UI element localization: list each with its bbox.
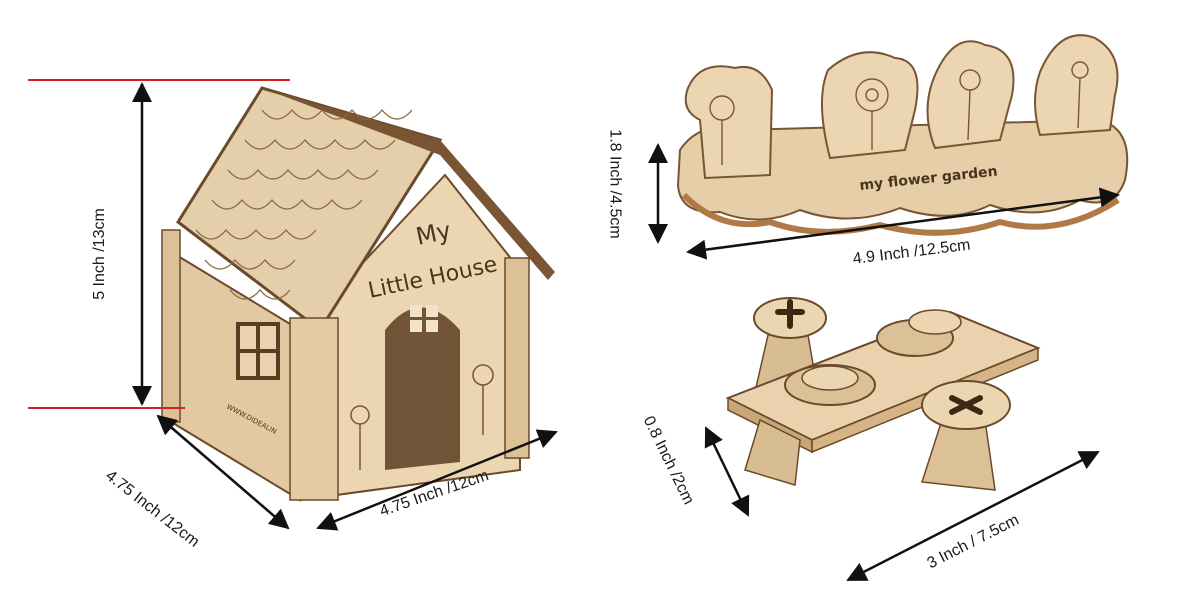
table-leg-front: [744, 418, 801, 486]
house-dimension-guides: [28, 79, 558, 531]
table-height-arrow: [704, 426, 750, 517]
garden-height-label: 1.8 Inch /4.5cm: [606, 129, 624, 239]
house-depth-arrow: [156, 414, 290, 530]
garden-flower-panel-1: [684, 65, 774, 180]
garden-dimension-guides: [648, 143, 1120, 260]
table-dimension-guides: [704, 426, 1100, 582]
house-width-arrow: [316, 429, 558, 531]
house-front-post: [289, 317, 339, 501]
house-model: My Little House WWW.DIDEALIN: [161, 86, 555, 502]
garden-width-arrow: [686, 187, 1120, 260]
roof-scales: [195, 108, 413, 300]
table-set-model: [725, 297, 1041, 491]
house-side-window: [236, 322, 280, 380]
house-door-opening: [385, 307, 460, 470]
garden-flower-panel-2: [821, 51, 919, 160]
garden-flower-panel-4: [1034, 34, 1119, 137]
house-height-label: 5 Inch /13cm: [90, 208, 108, 300]
table-width-arrow: [846, 450, 1100, 582]
